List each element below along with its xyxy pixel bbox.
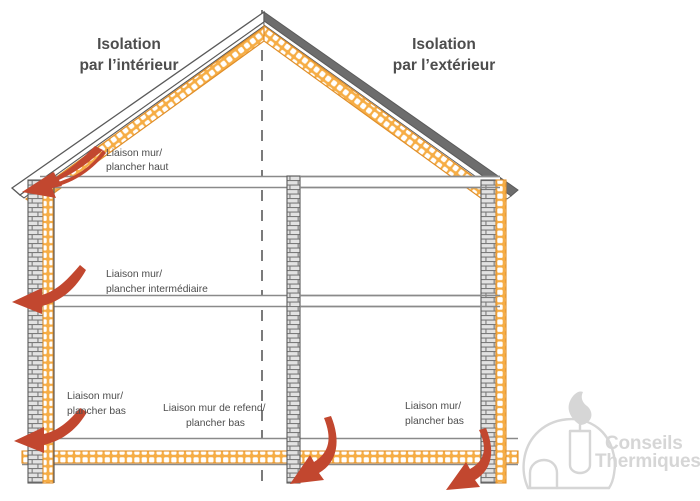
arrow-plancher-bas-gauche: [14, 408, 87, 453]
floor-bas-insulation: [21, 450, 519, 464]
floor-bas: [21, 437, 519, 466]
label-liaison-mur-plancher-bas-droite: Liaison mur/ plancher bas: [405, 401, 464, 427]
logo-conseils-thermiques: Conseils Thermiques: [522, 391, 700, 490]
wall-refend-masonry: [286, 175, 301, 484]
title-right-line2: par l’extérieur: [393, 57, 496, 74]
title-isolation-exterieur: Isolation par l’extérieur: [393, 36, 496, 74]
label-inter-line2: plancher intermédiaire: [106, 284, 208, 295]
roof-right-slope: [263, 11, 519, 210]
wall-right: [480, 179, 507, 484]
label-haut-line2: plancher haut: [106, 162, 169, 173]
igloo-candle-icon: [522, 391, 616, 490]
label-haut-line1: Liaison mur/: [106, 148, 162, 159]
label-bas-gauche-line2: plancher bas: [67, 406, 126, 417]
floor-intermediaire: [40, 294, 500, 308]
label-bas-droite-line1: Liaison mur/: [405, 401, 461, 412]
title-left-line1: Isolation: [97, 36, 161, 53]
arrow-plancher-intermediaire: [12, 265, 86, 314]
label-liaison-mur-plancher-intermediaire: Liaison mur/ plancher intermédiaire: [106, 269, 208, 295]
wall-refend: [286, 175, 301, 484]
arrow-plancher-bas-refend: [290, 416, 337, 484]
logo-line2: Thermiques: [595, 451, 700, 472]
floor-haut: [40, 175, 500, 189]
label-bas-gauche-line1: Liaison mur/: [67, 391, 123, 402]
logo-line1: Conseils: [605, 433, 683, 454]
label-bas-droite-line2: plancher bas: [405, 416, 464, 427]
label-liaison-mur-plancher-bas-gauche: Liaison mur/ plancher bas: [67, 391, 126, 417]
wall-right-insulation: [495, 179, 507, 484]
title-left-line2: par l’intérieur: [79, 57, 178, 74]
label-inter-line1: Liaison mur/: [106, 269, 162, 280]
label-refend-line2: plancher bas: [186, 418, 245, 429]
roof: [10, 10, 519, 210]
arrow-plancher-haut: [22, 146, 106, 198]
label-liaison-mur-de-refend-plancher-bas: Liaison mur de refend/ plancher bas: [163, 403, 266, 429]
label-refend-line1: Liaison mur de refend/: [163, 403, 266, 414]
arrow-plancher-bas-droite: [446, 428, 492, 490]
title-isolation-interieur: Isolation par l’intérieur: [79, 36, 178, 74]
title-right-line1: Isolation: [412, 36, 476, 53]
label-liaison-mur-plancher-haut: Liaison mur/ plancher haut: [106, 148, 169, 173]
